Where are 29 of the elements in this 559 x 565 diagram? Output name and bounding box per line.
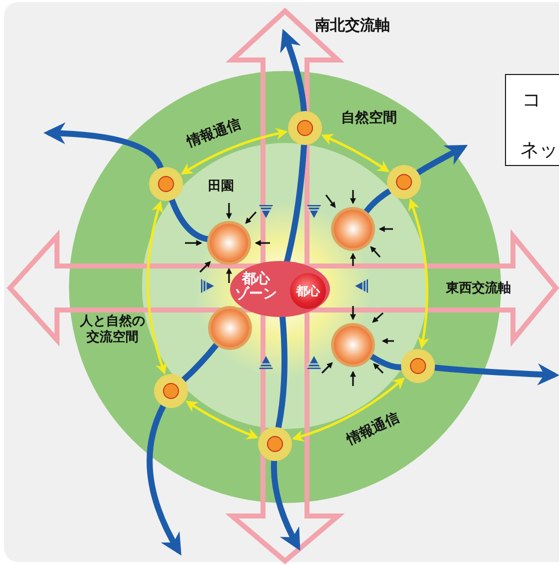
arrow <box>185 400 259 440</box>
note-text: ネッ <box>520 138 558 163</box>
zone-label: 人と自然の交流空間 <box>79 314 146 346</box>
zone-label: 情報通信 <box>184 114 244 152</box>
zone-label: 情報通信 <box>344 409 402 449</box>
arrow <box>146 200 167 375</box>
zone-label: 自然空間 <box>341 109 397 127</box>
connector-line <box>363 188 393 214</box>
connector-line <box>368 354 404 370</box>
note-box <box>505 74 559 166</box>
arrow <box>408 198 430 349</box>
connector-line <box>180 342 220 383</box>
arrow <box>43 122 164 171</box>
zone-label: 田園 <box>208 178 234 195</box>
arrow <box>146 403 182 556</box>
zone-label: 東西交流軸 <box>446 280 511 297</box>
center-circle <box>290 273 326 309</box>
connector-line <box>168 196 210 242</box>
arrow <box>280 28 307 114</box>
zone-label: 南北交流軸 <box>315 16 390 35</box>
zone-name: 都心 <box>296 282 320 300</box>
connector-line <box>275 314 288 430</box>
arrow <box>180 128 288 175</box>
zone-name: 都心ゾーン <box>234 272 278 303</box>
arrow <box>270 458 300 551</box>
arrow <box>292 377 405 442</box>
arrow <box>321 134 390 172</box>
arrow <box>415 144 468 176</box>
note-text: コ <box>522 88 541 113</box>
